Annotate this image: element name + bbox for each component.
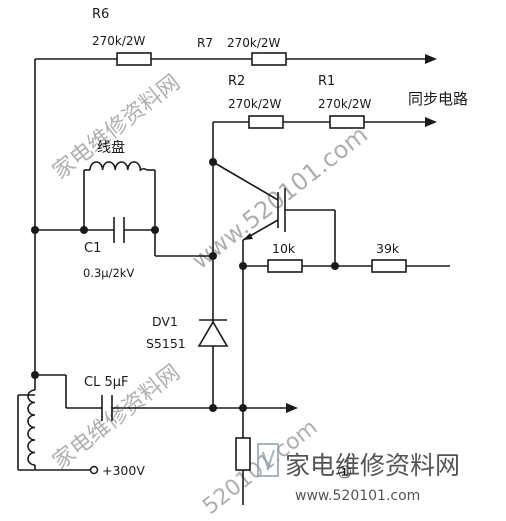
junction-dot xyxy=(239,262,247,270)
junction-dot xyxy=(209,404,217,412)
junction-dot xyxy=(31,371,39,379)
supply-terminal xyxy=(89,465,99,475)
resistor-r6 xyxy=(116,52,152,66)
junction-dot xyxy=(80,226,88,234)
watermark-brand-logo: 家电维修资料网 xyxy=(285,451,460,480)
inductor-bottom-left xyxy=(27,389,36,466)
coil-inductor xyxy=(89,161,148,172)
label-sync-circuit: 同步电路 xyxy=(408,90,468,108)
label-dv1-part: S5151 xyxy=(146,336,186,351)
junction-dot xyxy=(331,262,339,270)
label-r6-value: 270k/2W xyxy=(92,34,146,48)
transistor-collector xyxy=(212,161,279,201)
resistor-r1 xyxy=(329,115,365,129)
label-r7-value: 270k/2W xyxy=(227,36,281,50)
watermark-brand-top: 家电维修资料网 xyxy=(48,70,185,185)
label-r7-name: R7 xyxy=(197,36,213,50)
label-r2-name: R2 xyxy=(228,74,245,89)
label-cl: CL 5μF xyxy=(84,375,128,390)
diode-dv1 xyxy=(197,320,229,347)
label-dv1-name: DV1 xyxy=(152,314,178,329)
arrow-cl-out xyxy=(286,403,298,413)
watermark-logo-icon xyxy=(257,443,279,477)
junction-dot xyxy=(31,226,39,234)
resistor-r2 xyxy=(248,115,284,129)
label-39k: 39k xyxy=(376,241,400,256)
label-coil: 线盘 xyxy=(97,139,125,156)
label-r2-value: 270k/2W xyxy=(228,97,282,111)
arrow-r7-out xyxy=(425,54,437,64)
label-r6-name: R6 xyxy=(92,7,109,22)
label-r1-value: 270k/2W xyxy=(318,97,372,111)
label-figure-number: ① xyxy=(337,463,352,483)
arrow-sync-out xyxy=(425,117,437,127)
resistor-r7 xyxy=(251,52,287,66)
junction-dot xyxy=(239,404,247,412)
label-r1-name: R1 xyxy=(318,74,335,89)
junction-dot xyxy=(209,252,217,260)
label-c1-name: C1 xyxy=(84,241,101,256)
resistor-bottom xyxy=(235,437,251,471)
junction-dot xyxy=(209,158,217,166)
resistor-10k xyxy=(267,259,303,273)
watermark-url-footer: www.520101.com xyxy=(295,488,420,504)
resistor-39k xyxy=(371,259,407,273)
junction-dot xyxy=(151,226,159,234)
label-c1-value: 0.3μ/2kV xyxy=(83,266,134,280)
label-supply: +300V xyxy=(102,463,145,478)
label-10k: 10k xyxy=(272,241,296,256)
